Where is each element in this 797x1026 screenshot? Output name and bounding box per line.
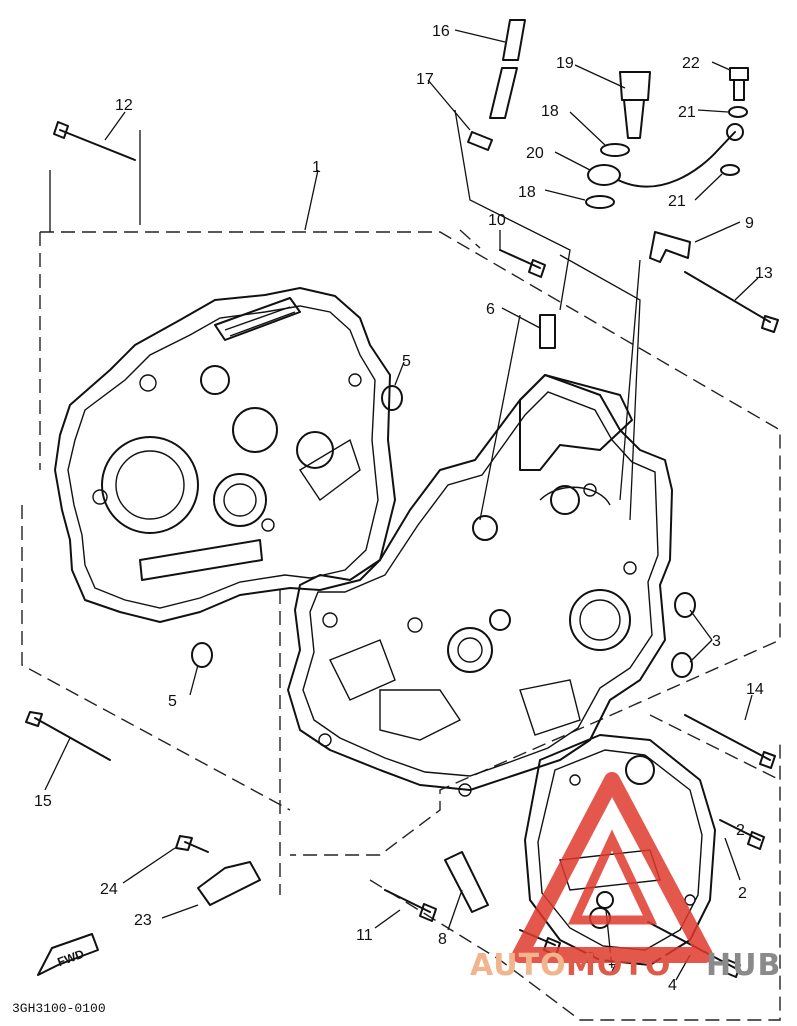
watermark-inner-mark-icon — [567, 829, 658, 925]
callout-label: 9 — [745, 215, 754, 232]
assembly-boundary — [21, 229, 781, 1021]
callout-label: 18 — [518, 184, 536, 201]
callout-label: 12 — [115, 97, 133, 114]
leader-lines — [44, 29, 759, 981]
callout-label: 20 — [526, 145, 544, 162]
callout-label: 11 — [356, 927, 373, 944]
crankcase-right — [287, 374, 673, 797]
callout-label: 2 — [736, 822, 745, 839]
watermark-text-hub: HUB — [706, 948, 781, 983]
watermark-text-moto: MOTO — [566, 948, 671, 983]
callout-labels: 1 2 2 2 3 4 5 5 6 7 8 9 10 11 12 13 14 1… — [34, 23, 773, 994]
fwd-label: FWD — [55, 947, 86, 970]
callout-label: 16 — [432, 23, 450, 40]
watermark-text: AUTO MOTO HUB — [470, 948, 781, 983]
callout-label: 15 — [34, 793, 52, 810]
callout-label: 13 — [755, 265, 773, 282]
callout-label: 3 — [712, 633, 721, 650]
callout-label: 5 — [168, 693, 177, 710]
fasteners — [25, 19, 779, 978]
callout-label: 21 — [678, 104, 696, 121]
callout-label: 21 — [668, 193, 686, 210]
callout-label: 4 — [668, 977, 677, 994]
callout-label: 6 — [486, 301, 495, 318]
forward-arrow-icon: FWD — [37, 933, 99, 976]
callout-label: 2 — [738, 885, 747, 902]
callout-label: 8 — [438, 931, 447, 948]
diagram-code: 3GH3100-0100 — [12, 1001, 106, 1016]
callout-label: 5 — [402, 353, 411, 370]
callout-label: 14 — [746, 681, 764, 698]
callout-label: 22 — [682, 55, 700, 72]
callout-label: 17 — [416, 71, 434, 88]
callout-label: 19 — [556, 55, 574, 72]
watermark-triangle-icon — [512, 772, 713, 963]
callout-label: 7 — [608, 962, 617, 979]
callout-label: 1 — [312, 159, 321, 176]
callout-label: 24 — [100, 881, 118, 898]
callout-label: 10 — [488, 212, 506, 229]
watermark-logo — [512, 772, 713, 963]
callout-label: 18 — [541, 103, 559, 120]
callout-label: 23 — [134, 912, 152, 929]
watermark-text-auto: AUTO — [470, 948, 567, 983]
crankcase-left — [54, 287, 396, 623]
